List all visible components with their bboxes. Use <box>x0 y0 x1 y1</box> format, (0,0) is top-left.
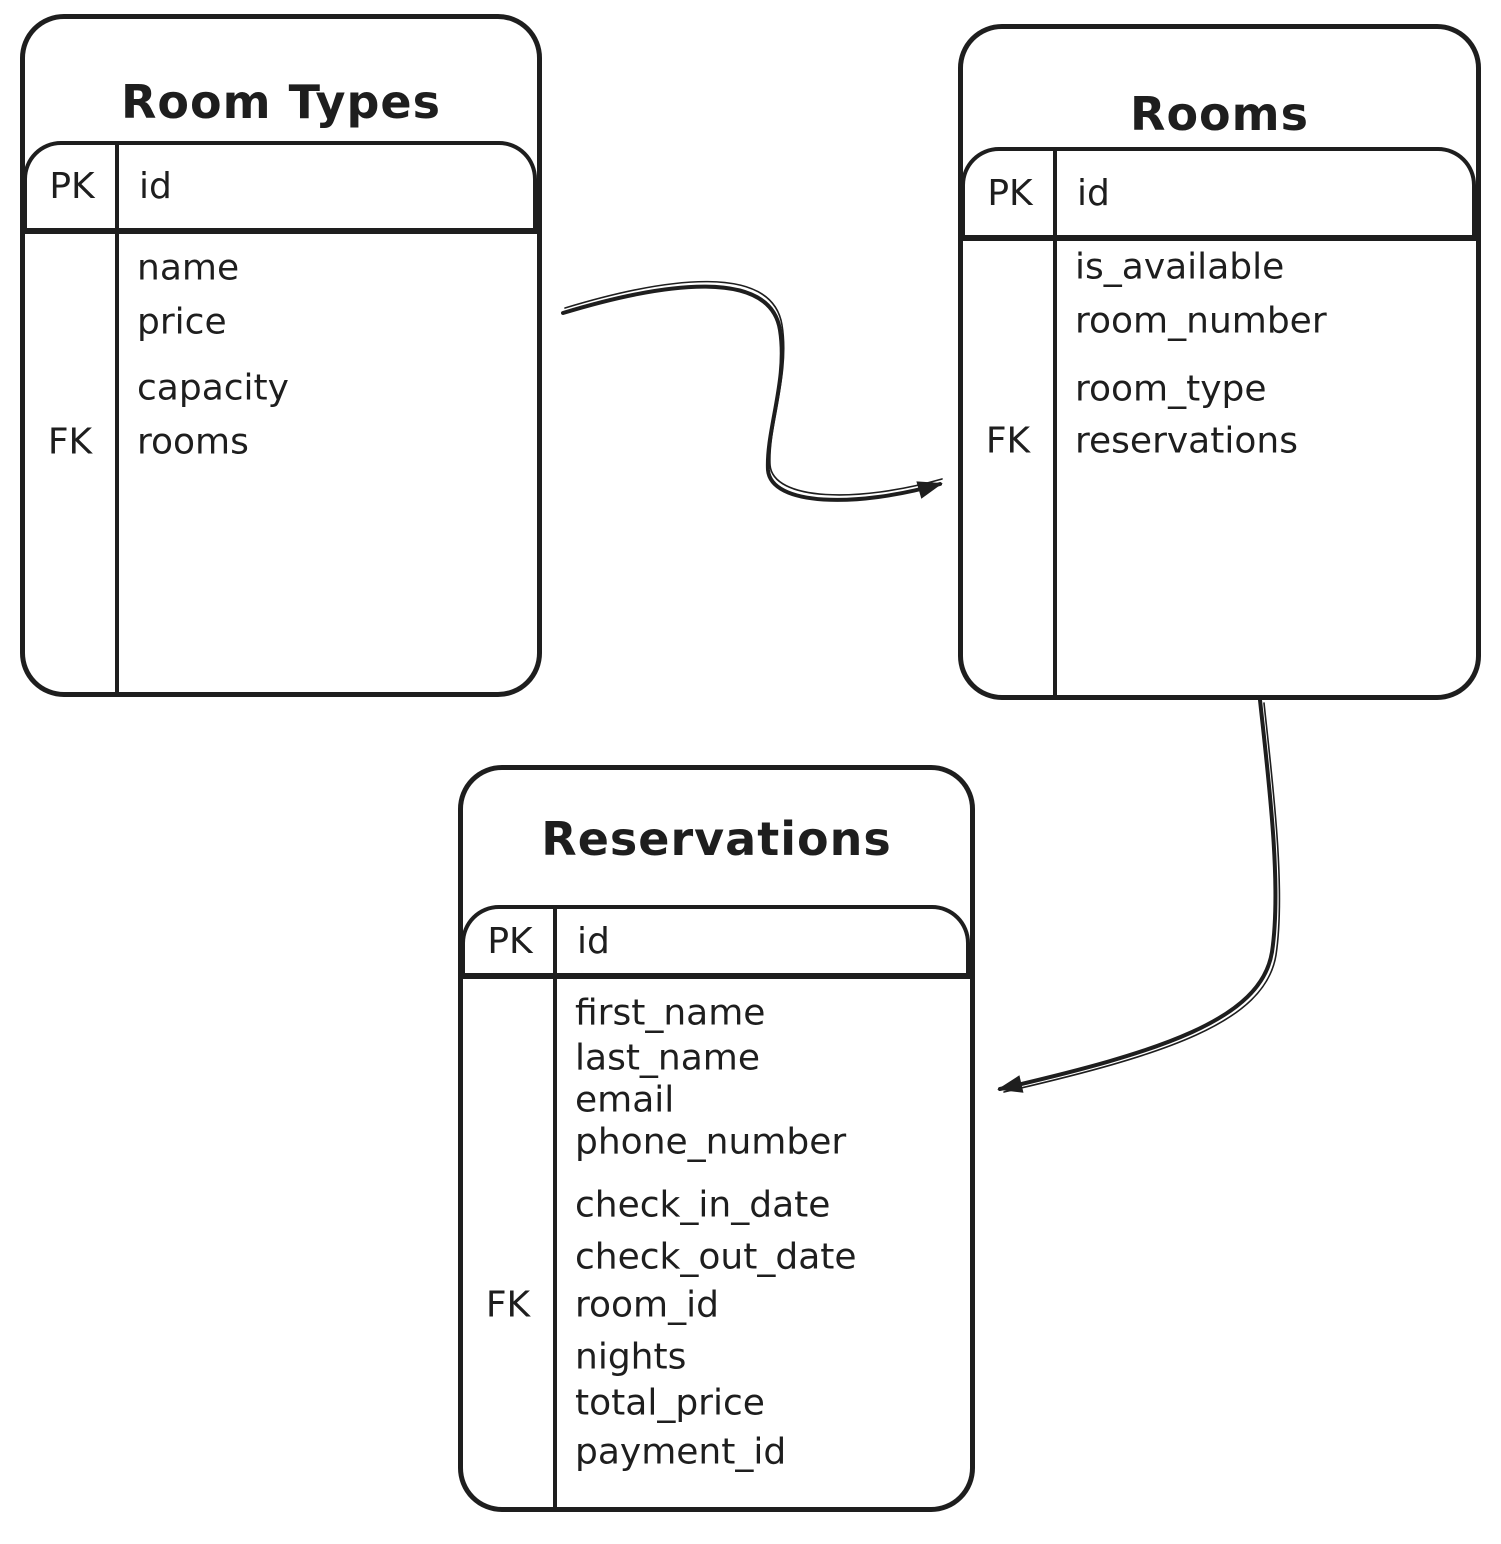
relationship-arrow-rooms-reservations[interactable] <box>997 698 1281 1093</box>
relationship-arrow-room-types-rooms[interactable] <box>561 280 943 502</box>
entity-reservations[interactable]: Reservations PK id first_name last_name … <box>458 765 975 1512</box>
row-key: PK <box>49 166 95 207</box>
row-field: capacity <box>137 367 289 409</box>
row-field: nights <box>575 1336 687 1378</box>
row-key: FK <box>985 420 1031 462</box>
row-field: price <box>137 301 227 343</box>
table-row: check_in_date <box>463 1185 970 1226</box>
row-field: total_price <box>575 1382 765 1424</box>
row-field: reservations <box>1075 420 1298 462</box>
table-row: PK id <box>965 173 1472 214</box>
table-row: total_price <box>463 1383 970 1424</box>
entity-rooms[interactable]: Rooms PK id is_available room_number roo… <box>958 24 1481 700</box>
sketch-echo-line <box>1003 702 1281 1093</box>
table-row: FK reservations <box>963 421 1476 462</box>
sketch-echo-line <box>564 280 943 496</box>
table-row: nights <box>463 1337 970 1378</box>
table-row: PK id <box>465 921 966 962</box>
row-key: FK <box>47 421 93 463</box>
table-row: FK rooms <box>25 422 537 463</box>
table-row: capacity <box>25 368 537 409</box>
row-field: id <box>139 166 172 207</box>
row-field: payment_id <box>575 1431 787 1473</box>
table-row: email <box>463 1080 970 1121</box>
table-row: payment_id <box>463 1432 970 1473</box>
entity-header-row: PK id <box>461 905 970 979</box>
table-row: last_name <box>463 1038 970 1079</box>
entity-header-row: PK id <box>961 147 1476 241</box>
column-divider <box>553 905 557 1509</box>
row-key: FK <box>485 1284 531 1326</box>
row-field: is_available <box>1075 246 1285 288</box>
table-row: phone_number <box>463 1122 970 1163</box>
row-field: phone_number <box>575 1121 847 1163</box>
table-row: room_type <box>963 369 1476 410</box>
column-divider <box>1053 147 1057 697</box>
table-row: price <box>25 302 537 343</box>
row-field: first_name <box>575 992 766 1034</box>
row-field: name <box>137 247 240 289</box>
column-divider <box>115 141 119 694</box>
row-field: id <box>577 920 610 962</box>
table-row: room_number <box>963 301 1476 342</box>
entity-title: Room Types <box>121 75 441 129</box>
row-field: room_type <box>1075 368 1267 410</box>
row-field: room_id <box>575 1284 719 1326</box>
row-field: last_name <box>575 1037 761 1079</box>
row-field: id <box>1077 172 1110 214</box>
table-row: first_name <box>463 993 970 1034</box>
row-field: rooms <box>137 421 249 463</box>
row-field: check_in_date <box>575 1184 831 1226</box>
table-row: is_available <box>963 247 1476 288</box>
row-field: email <box>575 1079 675 1121</box>
table-row: PK id <box>27 166 533 207</box>
row-field: check_out_date <box>575 1236 857 1278</box>
table-row: name <box>25 248 537 289</box>
entity-title: Rooms <box>1130 87 1309 141</box>
table-row: check_out_date <box>463 1237 970 1278</box>
entity-title: Reservations <box>541 812 892 866</box>
row-key: PK <box>487 920 533 962</box>
entity-header-row: PK id <box>23 141 537 234</box>
entity-room-types[interactable]: Room Types PK id name price capacity FK … <box>20 14 542 697</box>
row-field: room_number <box>1075 300 1327 342</box>
row-key: PK <box>987 172 1033 214</box>
table-row: FK room_id <box>463 1285 970 1326</box>
